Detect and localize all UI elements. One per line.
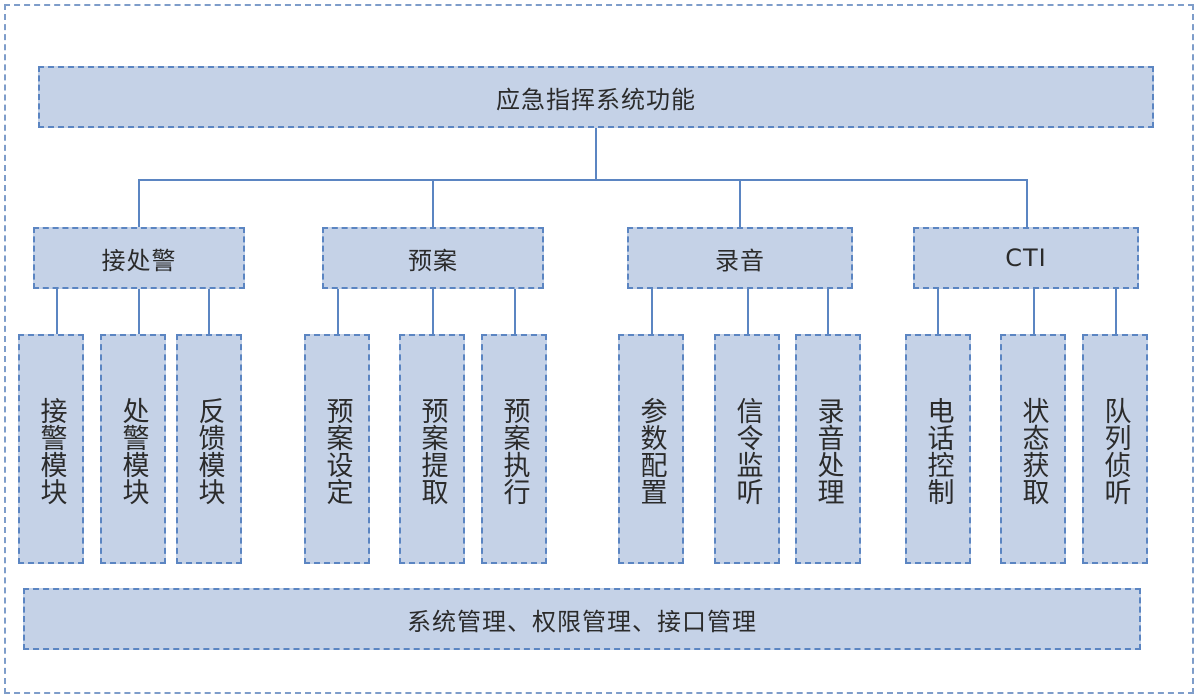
leaf-label: 接警模块 <box>35 397 67 505</box>
leaf-label: 状态获取 <box>1017 397 1049 505</box>
leaf-node-duilie-zhenting: 队列侦听 <box>1082 334 1148 564</box>
leaf-node-xinling-jianting: 信令监听 <box>714 334 780 564</box>
group-label: 录音 <box>715 246 765 275</box>
leaf-label: 信令监听 <box>731 397 763 505</box>
connector-to-leaf <box>432 289 434 334</box>
connector-to-leaf <box>337 289 339 334</box>
group-node-cti: CTI <box>913 227 1139 289</box>
root-node: 应急指挥系统功能 <box>38 66 1154 128</box>
outer-frame <box>4 4 1194 694</box>
leaf-label: 预案提取 <box>416 397 448 505</box>
connector-to-leaf <box>827 289 829 334</box>
group-label: CTI <box>1005 244 1047 272</box>
leaf-label: 参数配置 <box>635 397 667 505</box>
connector-to-group-1 <box>138 179 140 227</box>
leaf-label: 录音处理 <box>812 397 844 505</box>
footer-node: 系统管理、权限管理、接口管理 <box>23 588 1141 650</box>
leaf-label: 预案执行 <box>498 397 530 505</box>
connector-to-leaf <box>651 289 653 334</box>
leaf-label: 预案设定 <box>321 397 353 505</box>
leaf-node-fankui: 反馈模块 <box>176 334 242 564</box>
leaf-label: 反馈模块 <box>193 397 225 505</box>
connector-to-leaf <box>208 289 210 334</box>
connector-to-leaf <box>1033 289 1035 334</box>
footer-label: 系统管理、权限管理、接口管理 <box>407 607 757 636</box>
connector-to-group-4 <box>1026 179 1028 227</box>
group-node-yuan: 预案 <box>322 227 544 289</box>
connector-to-group-3 <box>739 179 741 227</box>
leaf-node-zhuangtai-huoqu: 状态获取 <box>1000 334 1066 564</box>
leaf-label: 处警模块 <box>117 397 149 505</box>
connector-to-leaf <box>138 289 140 334</box>
connector-to-leaf <box>56 289 58 334</box>
leaf-node-yuan-tiqu: 预案提取 <box>399 334 465 564</box>
leaf-label: 电话控制 <box>922 397 954 505</box>
leaf-node-canshu-peizhi: 参数配置 <box>618 334 684 564</box>
leaf-label: 队列侦听 <box>1099 397 1131 505</box>
connector-to-leaf <box>1115 289 1117 334</box>
connector-root-bus <box>138 179 1028 181</box>
group-label: 预案 <box>408 246 458 275</box>
group-node-luyin: 录音 <box>627 227 853 289</box>
connector-to-leaf <box>937 289 939 334</box>
connector-to-leaf <box>747 289 749 334</box>
leaf-node-yuan-zhixing: 预案执行 <box>481 334 547 564</box>
connector-to-leaf <box>514 289 516 334</box>
leaf-node-dianhua-kongzhi: 电话控制 <box>905 334 971 564</box>
root-label: 应急指挥系统功能 <box>496 85 696 114</box>
group-node-jiechujing: 接处警 <box>33 227 245 289</box>
leaf-node-jiejing: 接警模块 <box>18 334 84 564</box>
connector-to-group-2 <box>432 179 434 227</box>
leaf-node-yuan-sheding: 预案设定 <box>304 334 370 564</box>
leaf-node-luyin-chuli: 录音处理 <box>795 334 861 564</box>
leaf-node-chujing: 处警模块 <box>100 334 166 564</box>
group-label: 接处警 <box>101 246 177 275</box>
connector-root-down <box>595 128 597 180</box>
